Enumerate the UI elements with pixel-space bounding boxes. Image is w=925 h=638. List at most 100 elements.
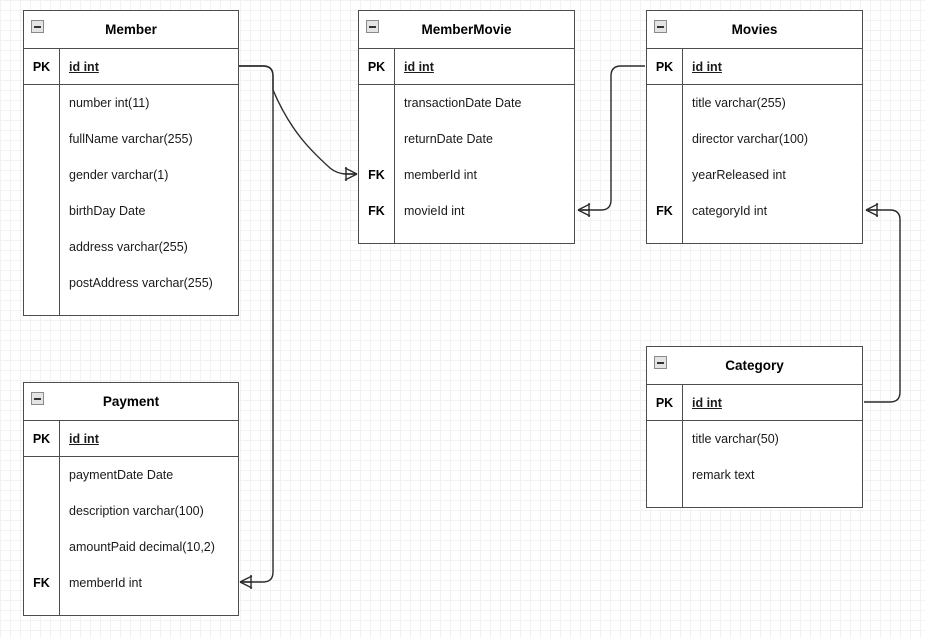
key-label: FK <box>359 193 395 229</box>
key-label: PK <box>359 49 395 84</box>
key-label <box>24 493 60 529</box>
field-label: id int <box>692 59 722 74</box>
table-row[interactable]: PK id int <box>24 49 238 85</box>
collapse-minus-icon[interactable] <box>31 20 44 33</box>
key-label <box>359 85 395 121</box>
entity-movies-name: Movies <box>731 22 778 37</box>
field-label: yearReleased int <box>692 168 786 182</box>
entity-member-name: Member <box>105 22 157 37</box>
table-row[interactable]: birthDay Date <box>24 193 238 229</box>
key-label <box>24 265 60 301</box>
table-body-padding <box>359 229 574 243</box>
key-label <box>647 421 683 457</box>
field-label: id int <box>692 395 722 410</box>
key-label: PK <box>24 49 60 84</box>
field-label: id int <box>69 431 99 446</box>
field-label: gender varchar(1) <box>69 168 169 182</box>
table-row[interactable]: PK id int <box>647 49 862 85</box>
key-label: PK <box>647 385 683 420</box>
entity-movies-title-bar: Movies <box>647 11 862 49</box>
table-row[interactable]: PK id int <box>24 421 238 457</box>
field-label: amountPaid decimal(10,2) <box>69 540 215 554</box>
entity-membermovie[interactable]: MemberMovie PK id int transactionDate Da… <box>358 10 575 244</box>
table-row[interactable]: fullName varchar(255) <box>24 121 238 157</box>
field-label: movieId int <box>404 204 465 218</box>
table-row[interactable]: FK memberId int <box>359 157 574 193</box>
key-label <box>24 121 60 157</box>
table-row[interactable]: address varchar(255) <box>24 229 238 265</box>
field-label: fullName varchar(255) <box>69 132 193 146</box>
entity-category[interactable]: Category PK id int title varchar(50) rem… <box>646 346 863 508</box>
table-row[interactable]: returnDate Date <box>359 121 574 157</box>
table-row[interactable]: amountPaid decimal(10,2) <box>24 529 238 565</box>
key-label <box>647 121 683 157</box>
key-label <box>24 157 60 193</box>
field-label: birthDay Date <box>69 204 146 218</box>
key-label: FK <box>359 157 395 193</box>
key-label <box>24 457 60 493</box>
table-row[interactable]: FK categoryId int <box>647 193 862 229</box>
field-label: director varchar(100) <box>692 132 809 146</box>
table-row[interactable]: PK id int <box>359 49 574 85</box>
field-label: transactionDate Date <box>404 96 522 110</box>
key-label: FK <box>647 193 683 229</box>
field-label: categoryId int <box>692 204 768 218</box>
key-label <box>359 121 395 157</box>
table-body-padding <box>24 601 238 615</box>
key-label: PK <box>647 49 683 84</box>
table-row[interactable]: director varchar(100) <box>647 121 862 157</box>
key-label <box>647 457 683 493</box>
field-label: memberId int <box>69 576 142 590</box>
entity-category-title-bar: Category <box>647 347 862 385</box>
table-row[interactable]: PK id int <box>647 385 862 421</box>
entity-member[interactable]: Member PK id int number int(11) fullName… <box>23 10 239 316</box>
field-label: address varchar(255) <box>69 240 188 254</box>
table-row[interactable]: yearReleased int <box>647 157 862 193</box>
table-row[interactable]: transactionDate Date <box>359 85 574 121</box>
table-row[interactable]: number int(11) <box>24 85 238 121</box>
field-label: returnDate Date <box>404 132 493 146</box>
key-label: FK <box>24 565 60 601</box>
collapse-minus-icon[interactable] <box>654 356 667 369</box>
key-label <box>647 157 683 193</box>
field-label: remark text <box>692 468 755 482</box>
entity-membermovie-name: MemberMovie <box>421 22 512 37</box>
table-row[interactable]: description varchar(100) <box>24 493 238 529</box>
table-row[interactable]: postAddress varchar(255) <box>24 265 238 301</box>
table-row[interactable]: title varchar(50) <box>647 421 862 457</box>
table-row[interactable]: remark text <box>647 457 862 493</box>
field-label: id int <box>404 59 434 74</box>
entity-member-title-bar: Member <box>24 11 238 49</box>
field-label: title varchar(255) <box>692 96 786 110</box>
field-label: postAddress varchar(255) <box>69 276 213 290</box>
field-label: title varchar(50) <box>692 432 779 446</box>
field-label: id int <box>69 59 99 74</box>
entity-movies[interactable]: Movies PK id int title varchar(255) dire… <box>646 10 863 244</box>
table-row[interactable]: FK movieId int <box>359 193 574 229</box>
key-label <box>24 85 60 121</box>
entity-payment-name: Payment <box>102 394 160 409</box>
entity-membermovie-title-bar: MemberMovie <box>359 11 574 49</box>
key-label: PK <box>24 421 60 456</box>
table-row[interactable]: gender varchar(1) <box>24 157 238 193</box>
key-label <box>24 193 60 229</box>
field-label: paymentDate Date <box>69 468 174 482</box>
entity-payment-title-bar: Payment <box>24 383 238 421</box>
entity-payment[interactable]: Payment PK id int paymentDate Date descr… <box>23 382 239 616</box>
table-row[interactable]: FK memberId int <box>24 565 238 601</box>
key-label <box>647 85 683 121</box>
table-body-padding <box>24 301 238 315</box>
entity-category-name: Category <box>725 358 784 373</box>
key-label <box>24 229 60 265</box>
collapse-minus-icon[interactable] <box>366 20 379 33</box>
field-label: number int(11) <box>69 96 150 110</box>
collapse-minus-icon[interactable] <box>31 392 44 405</box>
field-label: memberId int <box>404 168 477 182</box>
collapse-minus-icon[interactable] <box>654 20 667 33</box>
field-label: description varchar(100) <box>69 504 204 518</box>
table-body-padding <box>647 229 862 243</box>
table-row[interactable]: paymentDate Date <box>24 457 238 493</box>
table-row[interactable]: title varchar(255) <box>647 85 862 121</box>
table-body-padding <box>647 493 862 507</box>
key-label <box>24 529 60 565</box>
